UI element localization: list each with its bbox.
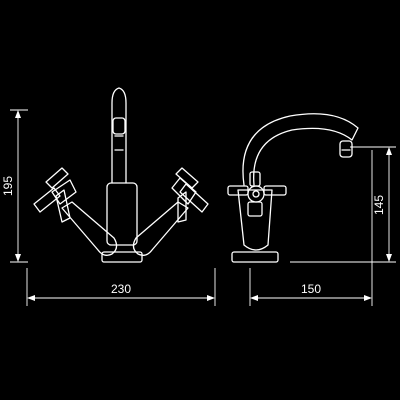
side-base	[231, 251, 279, 263]
side-height-dimension: 145	[290, 146, 396, 263]
side-view	[227, 113, 359, 263]
side-cross-handle	[227, 171, 287, 217]
front-width-dimension: 230	[26, 268, 216, 306]
side-spout	[242, 113, 359, 186]
front-view	[33, 87, 209, 263]
front-left-arm	[61, 201, 118, 256]
front-width-label: 230	[111, 282, 131, 296]
front-spout	[111, 87, 127, 184]
front-body	[106, 182, 138, 246]
side-body	[237, 189, 273, 251]
side-depth-dimension: 150	[249, 150, 373, 306]
front-right-cross-handle	[171, 167, 209, 223]
front-base	[101, 251, 143, 263]
side-spout-outlet	[339, 140, 353, 158]
front-right-arm	[132, 201, 189, 256]
front-spout-outlet	[112, 117, 126, 135]
side-height-label: 145	[372, 195, 386, 215]
front-left-cross-handle	[33, 167, 77, 223]
side-valve-hub	[247, 185, 265, 203]
front-height-dimension: 195	[1, 109, 28, 263]
side-depth-label: 150	[301, 282, 321, 296]
front-height-label: 195	[1, 176, 15, 196]
